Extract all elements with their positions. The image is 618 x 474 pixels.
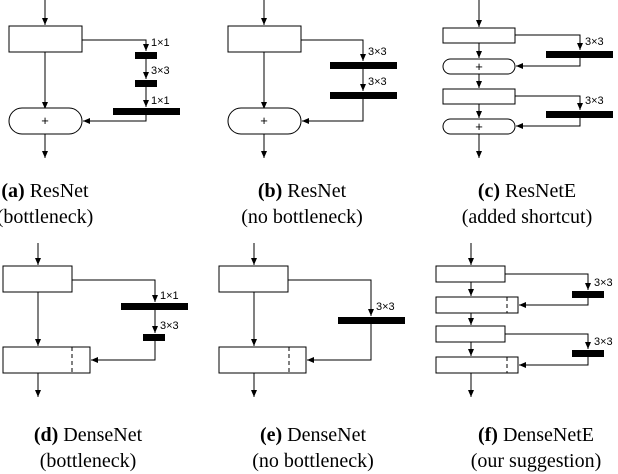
input-block: [435, 265, 506, 283]
layer-label-2: 3×3: [160, 320, 179, 332]
caption-name: ResNet: [30, 180, 89, 202]
layer-label-1: 3×3: [368, 46, 387, 58]
panel-e: 3×3 (e) DenseNet (no bottleneck): [218, 243, 405, 472]
caption-subtitle: (no bottleneck): [252, 450, 374, 472]
layer-label-2: 3×3: [151, 65, 170, 77]
shortcut-branch: [288, 279, 374, 316]
sum-symbol: +: [260, 113, 268, 128]
layer-label-2: 3×3: [585, 95, 604, 107]
layer-label-1: 1×1: [160, 290, 179, 302]
layer-label-2: 3×3: [368, 76, 387, 88]
conv-layer-1: [338, 317, 405, 324]
middle-block: [442, 88, 516, 105]
conv-layer-1: [121, 303, 188, 310]
conv-layer-2: [135, 80, 157, 87]
layer-label-1: 3×3: [585, 36, 604, 48]
input-block: [227, 25, 302, 53]
branch-return: [516, 118, 581, 129]
caption-name: ResNet: [287, 180, 346, 202]
concat-block: [435, 296, 519, 314]
shortcut-branch: [515, 34, 583, 50]
branch-return: [519, 357, 589, 368]
caption-subtitle: (bottleneck): [0, 206, 93, 228]
conv-layer-2: [330, 92, 397, 99]
shortcut-branch: [505, 273, 591, 290]
caption-letter: (d): [34, 424, 58, 446]
panel-f: 3×3 3×3 (f) DenseNetE (our suggestion): [435, 243, 613, 472]
concat-block: [2, 346, 91, 374]
branch-return: [307, 324, 372, 363]
conv-layer-3: [113, 108, 180, 115]
branch-return: [302, 99, 364, 124]
layer-label-1: 3×3: [376, 301, 395, 313]
input-block: [442, 27, 516, 44]
caption-subtitle: (our suggestion): [471, 450, 602, 472]
caption-title: (c) ResNetE: [478, 180, 576, 202]
layer-label-1: 1×1: [151, 37, 170, 49]
conv-layer-2: [143, 334, 165, 341]
conv-layer-2: [546, 111, 613, 118]
caption-title: (f) DenseNetE: [478, 424, 594, 446]
panel-c: 3×3 + 3×3 + (c) ResNetE (added shortcut): [442, 0, 613, 228]
shortcut-branch: [515, 95, 583, 110]
caption-letter: (f): [478, 424, 498, 446]
caption-name: DenseNet: [63, 424, 142, 446]
conv-layer-1: [572, 291, 604, 298]
shortcut-branch: [82, 39, 149, 51]
sum-symbol: +: [41, 113, 49, 128]
caption-name: DenseNetE: [503, 424, 594, 446]
conv-layer-1: [546, 51, 613, 58]
caption-subtitle: (added shortcut): [462, 206, 593, 228]
caption-subtitle: (bottleneck): [40, 450, 137, 472]
layer-label-3: 1×1: [151, 95, 170, 107]
concat-block: [218, 346, 307, 374]
caption-title: (b) ResNet: [258, 180, 347, 202]
caption-letter: (c): [478, 180, 500, 202]
branch-return: [83, 115, 147, 124]
conv-layer-2: [572, 350, 604, 357]
caption-letter: (a): [1, 180, 24, 202]
shortcut-branch: [505, 333, 591, 349]
caption-subtitle: (no bottleneck): [241, 206, 363, 228]
sum-symbol: +: [475, 119, 483, 134]
conv-layer-1: [135, 52, 157, 59]
branch-return: [519, 298, 589, 308]
middle-block: [435, 325, 506, 343]
input-block: [8, 25, 83, 53]
caption-name: ResNetE: [505, 180, 576, 202]
caption-name: DenseNet: [287, 424, 366, 446]
input-block: [2, 265, 73, 293]
shortcut-branch: [72, 279, 158, 302]
layer-label-2: 3×3: [594, 336, 613, 348]
concat-block: [435, 356, 519, 374]
caption-title: (e) DenseNet: [260, 424, 367, 446]
caption-title: (d) DenseNet: [34, 424, 143, 446]
layer-label-1: 3×3: [594, 277, 613, 289]
conv-layer-1: [330, 62, 397, 69]
sum-symbol: +: [475, 59, 483, 74]
caption-letter: (e): [260, 424, 282, 446]
caption-title: (a) ResNet: [1, 180, 89, 202]
input-block: [218, 265, 289, 293]
panel-d: 1×1 3×3 (d) DenseNet (bottleneck): [2, 243, 188, 472]
shortcut-branch: [301, 39, 366, 61]
branch-return: [91, 341, 156, 363]
branch-return: [516, 58, 581, 69]
panel-a: 1×1 3×3 1×1 + (a) ResNet (bottleneck): [0, 0, 180, 228]
caption-letter: (b): [258, 180, 282, 202]
panel-b: 3×3 3×3 + (b) ResNet (no bottleneck): [227, 0, 397, 228]
